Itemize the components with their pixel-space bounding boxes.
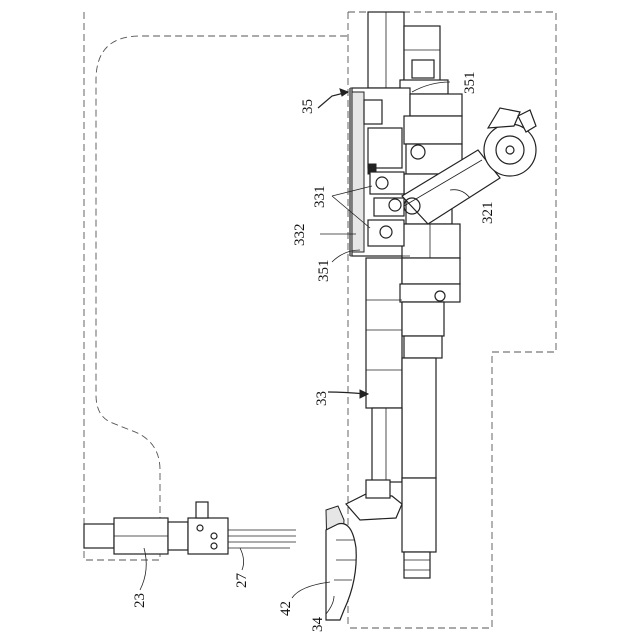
label-321: 321 bbox=[480, 202, 496, 225]
label-35: 35 bbox=[300, 99, 316, 114]
label-23: 23 bbox=[132, 593, 148, 608]
label-42: 42 bbox=[278, 601, 294, 616]
label-351-bottom: 351 bbox=[316, 260, 332, 283]
housing-outline-left bbox=[84, 12, 348, 560]
label-33: 33 bbox=[314, 391, 330, 406]
lower-head-assembly bbox=[326, 480, 402, 620]
label-34: 34 bbox=[310, 617, 326, 633]
label-27: 27 bbox=[234, 573, 250, 589]
upper-shaft-column bbox=[368, 12, 448, 94]
label-331: 331 bbox=[312, 186, 328, 209]
label-332: 332 bbox=[292, 224, 308, 247]
label-351-top: 351 bbox=[462, 72, 478, 95]
left-tool-assembly bbox=[84, 502, 296, 554]
